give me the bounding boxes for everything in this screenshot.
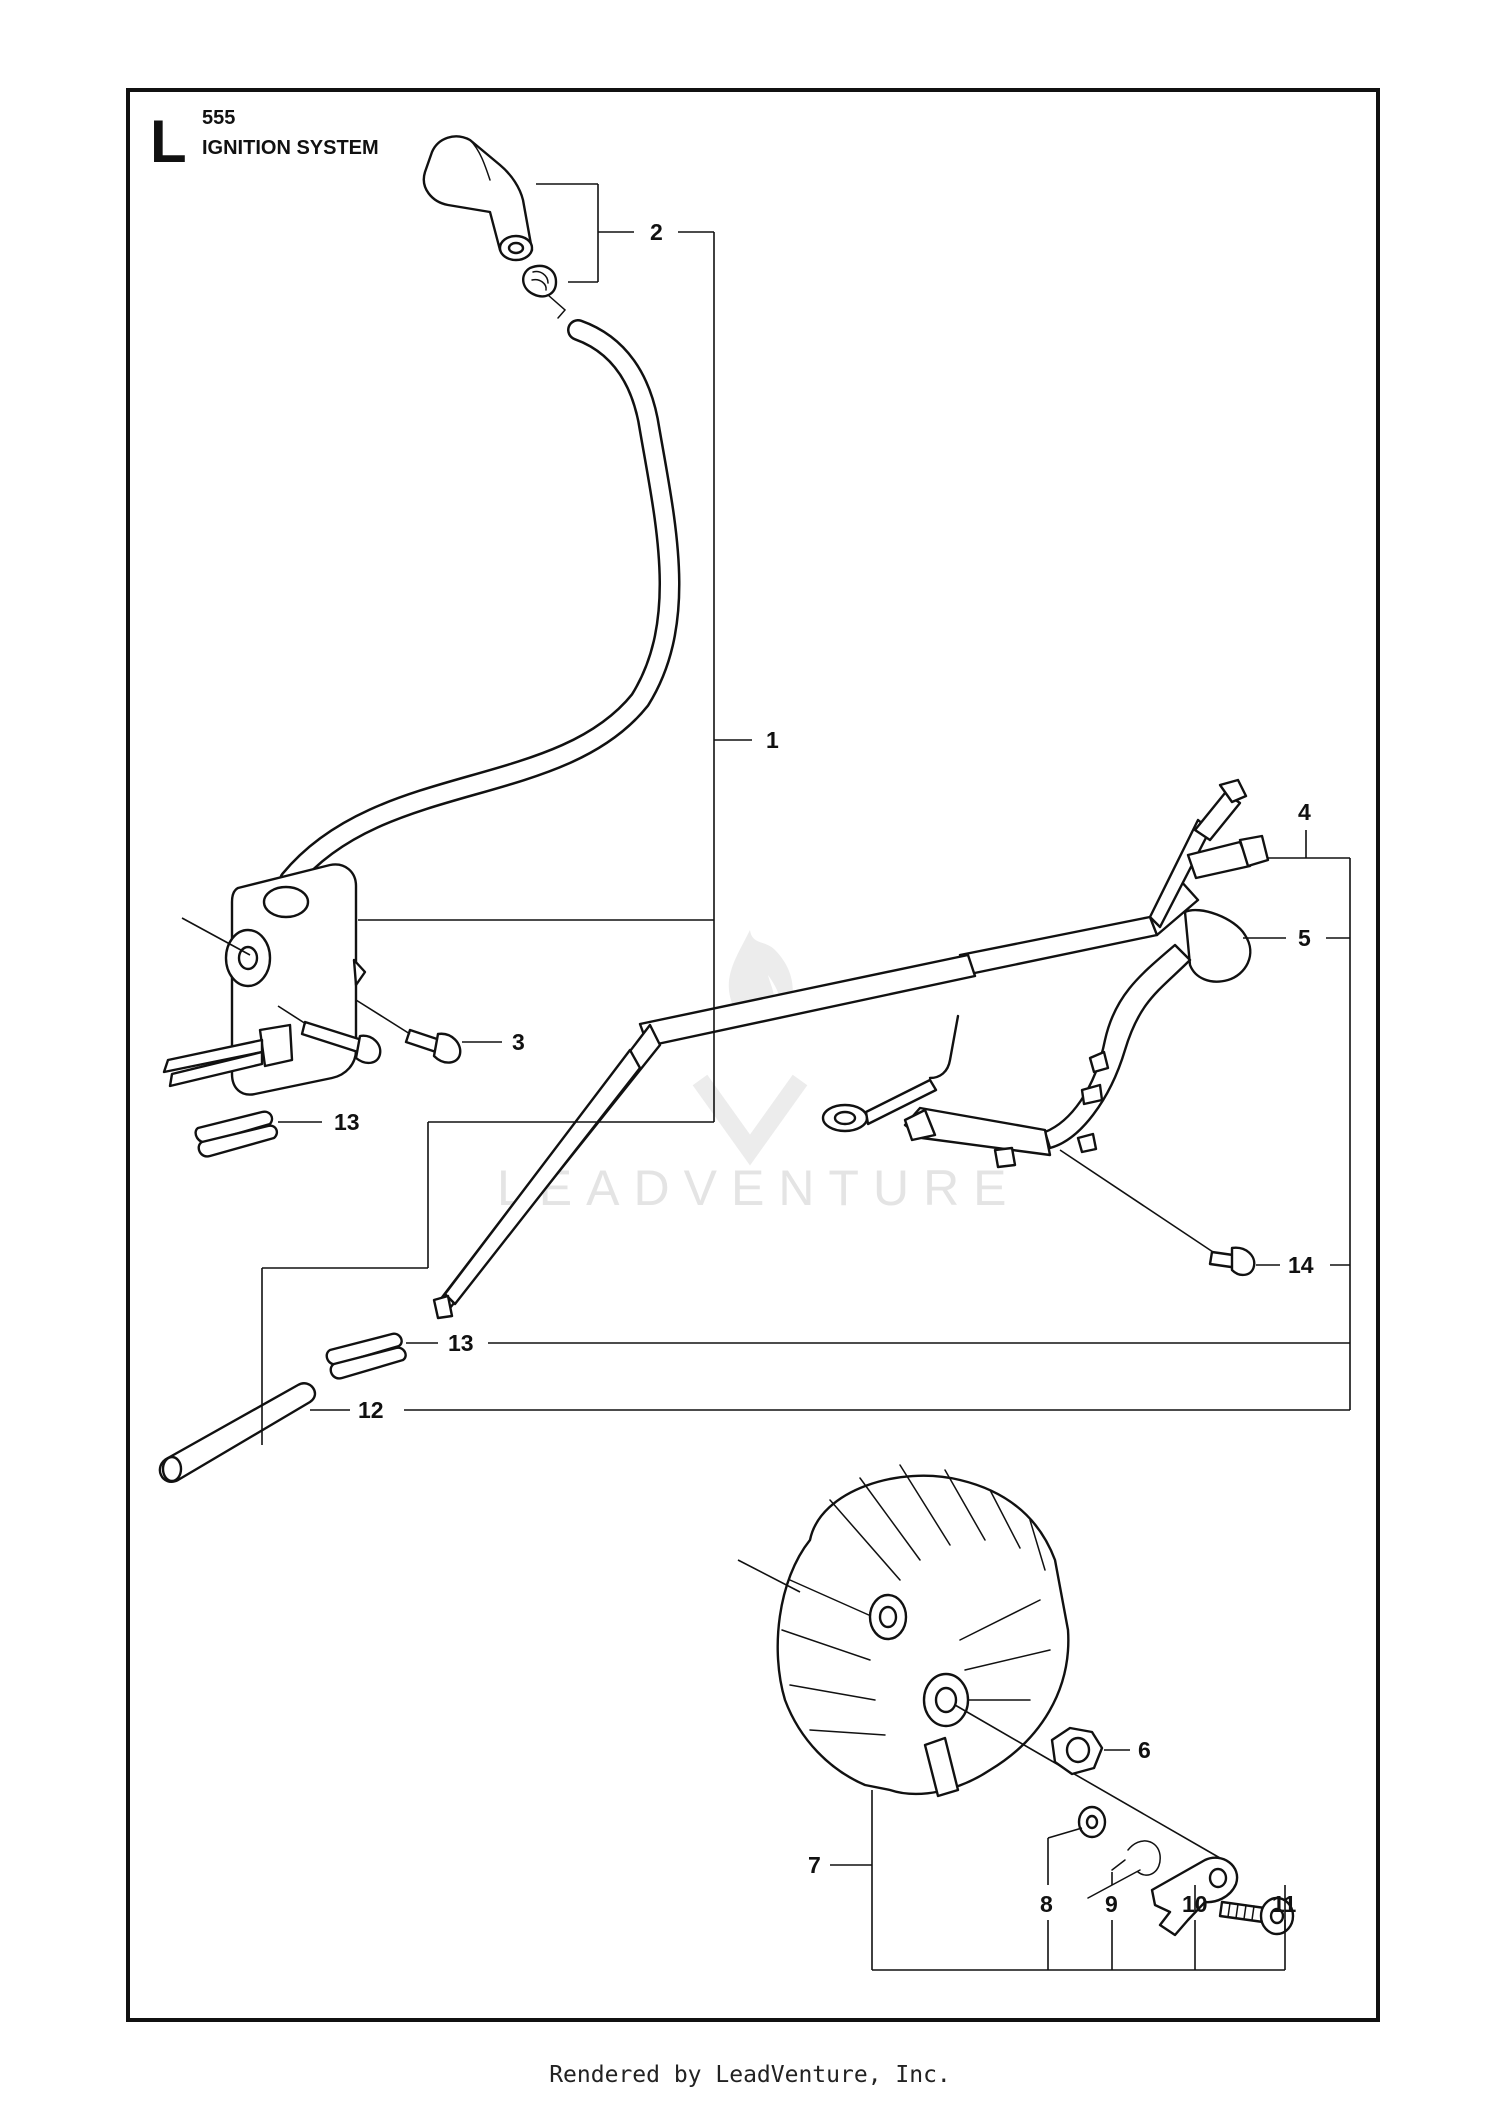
sleeve-upper-part [194, 1110, 279, 1158]
callout-2: 2 [650, 219, 663, 245]
model-number: 555 [202, 107, 235, 129]
callout-10: 10 [1182, 1891, 1208, 1917]
washer-part [1077, 1805, 1107, 1839]
watermark: LEADVENTURE [497, 930, 1021, 1216]
harness-screw-part [1208, 1246, 1256, 1277]
callout-9: 9 [1105, 1891, 1118, 1917]
stop-switch-lead-part [903, 908, 1252, 1169]
ignition-lead-part [279, 319, 681, 891]
callout-12: 12 [358, 1397, 384, 1423]
diagram-frame [126, 88, 1380, 2022]
spark-plug-boot-part [422, 135, 534, 262]
watermark-text: LEADVENTURE [497, 1160, 1021, 1216]
section-title: IGNITION SYSTEM [202, 137, 379, 159]
leader-lines [261, 183, 1351, 1971]
callout-numbers: 1 2 3 4 5 6 7 8 9 10 11 12 13 13 14 [334, 219, 1314, 1917]
section-letter: L [150, 108, 187, 175]
callout-3: 3 [512, 1029, 525, 1055]
flywheel-part [776, 1464, 1070, 1798]
sleeve-lower-part [325, 1332, 407, 1380]
ignition-module-part [162, 863, 367, 1096]
module-screw-part [300, 1020, 462, 1065]
wiring-harness-part [432, 778, 1270, 1320]
flywheel-nut-part [1050, 1726, 1104, 1776]
callout-5: 5 [1298, 925, 1311, 951]
callout-13-upper: 13 [334, 1109, 360, 1135]
callout-6: 6 [1138, 1737, 1151, 1763]
spark-plug-spring-part [522, 264, 567, 319]
callout-13-lower: 13 [448, 1330, 474, 1356]
callout-4: 4 [1298, 799, 1311, 825]
footer-credit: Rendered by LeadVenture, Inc. [549, 2062, 951, 2088]
callout-7: 7 [808, 1852, 821, 1878]
tube-part [158, 1382, 317, 1483]
callout-11: 11 [1272, 1891, 1297, 1917]
pawl-spring-part [1087, 1840, 1161, 1899]
callout-8: 8 [1040, 1891, 1053, 1917]
callout-1: 1 [766, 727, 779, 753]
callout-14: 14 [1288, 1252, 1314, 1278]
